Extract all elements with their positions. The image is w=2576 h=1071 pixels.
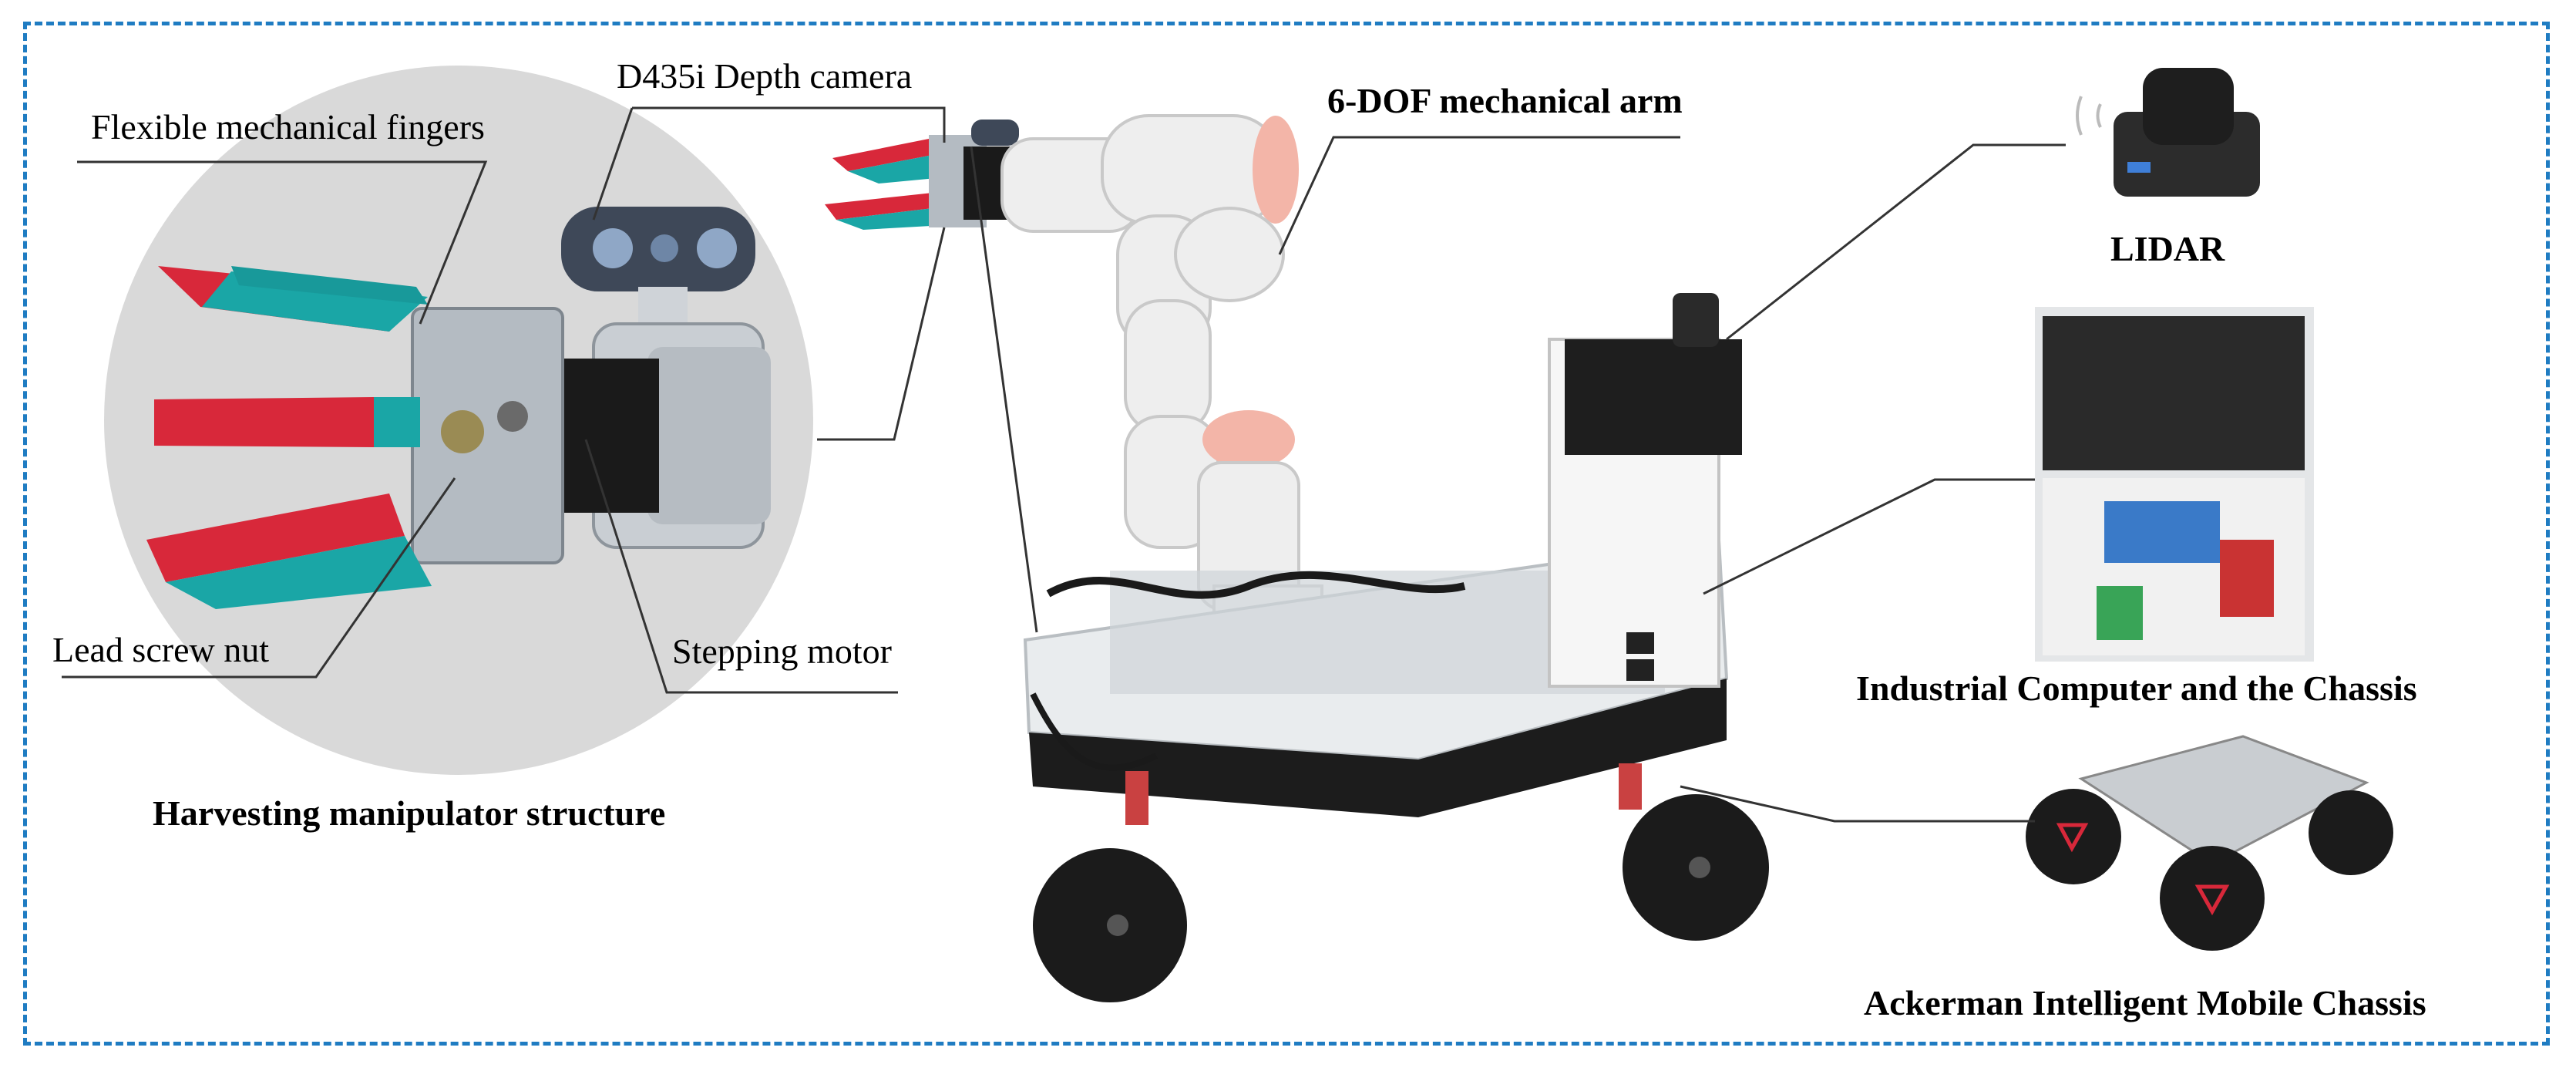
label-stepping-motor: Stepping motor — [672, 631, 892, 671]
leader-line-camera — [632, 106, 946, 143]
label-flexible-fingers: Flexible mechanical fingers — [91, 107, 485, 147]
ackerman-chassis-photo — [2026, 735, 2393, 951]
lidar-illustration — [2076, 68, 2260, 197]
label-ackerman-chassis: Ackerman Intelligent Mobile Chassis — [1864, 983, 2426, 1022]
top-finger-illustration — [158, 266, 428, 332]
figure-frame — [23, 22, 2550, 1046]
label-industrial-computer: Industrial Computer and the Chassis — [1856, 669, 2417, 708]
leader-line-lead-screw — [62, 477, 456, 679]
leader-line-inset-to-robot — [970, 146, 1038, 633]
leader-lines — [62, 106, 2066, 823]
bottom-finger-illustration — [146, 493, 432, 609]
leader-line-inset-connector — [817, 227, 946, 441]
leader-line-camera-inset — [592, 107, 634, 221]
leader-line-chassis — [1680, 785, 2035, 823]
middle-finger-illustration — [154, 397, 420, 447]
label-manipulator-structure: Harvesting manipulator structure — [153, 793, 666, 833]
manipulator-inset — [104, 66, 813, 775]
wheel — [1623, 794, 1769, 941]
gripper-body-illustration — [411, 307, 564, 564]
robot-chassis-illustration — [1023, 293, 1769, 1002]
label-lidar: LIDAR — [2110, 229, 2225, 268]
arm-tip-gripper-illustration — [825, 120, 1019, 230]
leader-line-computer — [1703, 478, 2035, 595]
label-depth-camera: D435i Depth camera — [617, 56, 913, 96]
industrial-computer-photo — [2035, 307, 2314, 662]
leader-line-lidar — [1726, 143, 2066, 341]
leader-line-stepping-motor — [584, 439, 898, 694]
label-mechanical-arm: 6-DOF mechanical arm — [1327, 81, 1683, 120]
leader-line-arm — [1278, 136, 1680, 255]
leader-line-fingers — [77, 160, 488, 325]
wheel — [1033, 848, 1187, 1002]
label-lead-screw-nut: Lead screw nut — [52, 630, 269, 669]
